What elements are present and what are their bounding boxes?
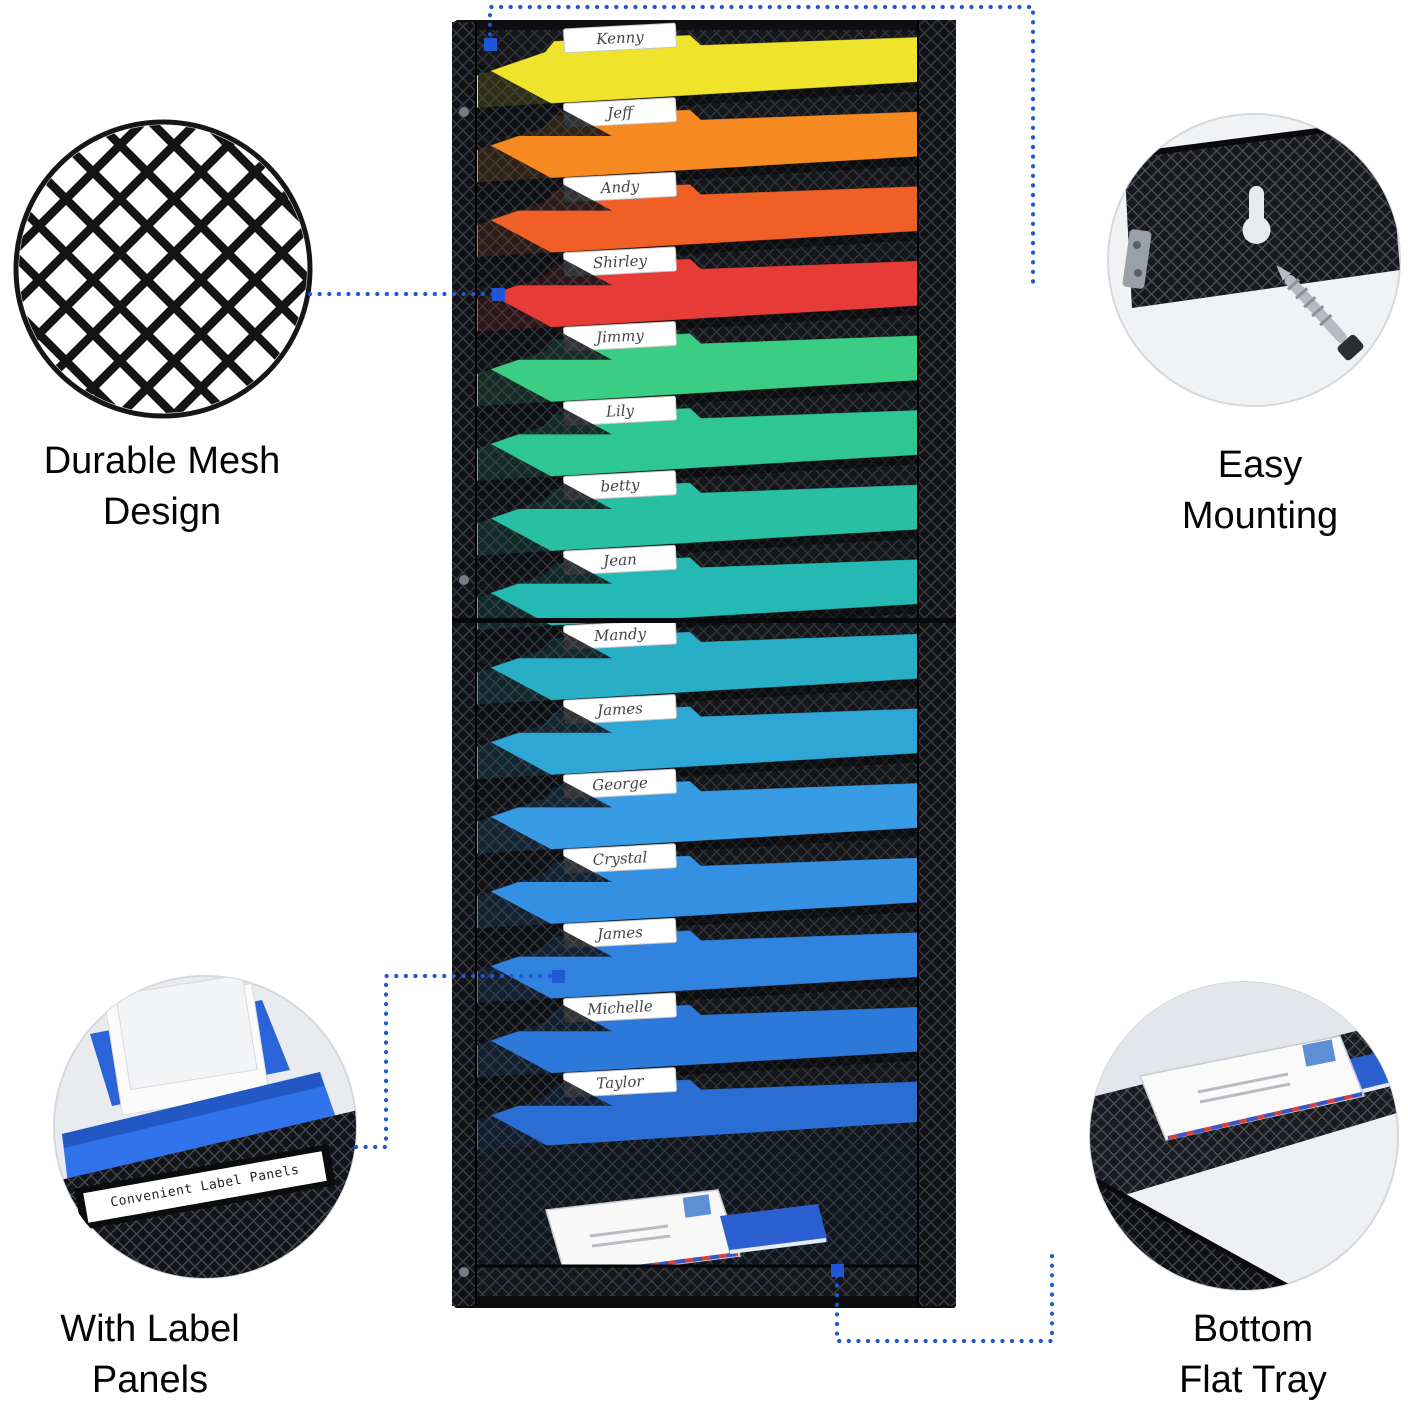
bottom-tray-callout <box>1088 980 1400 1292</box>
feature-caption-bottom-tray: Bottom Flat Tray <box>1098 1304 1408 1406</box>
hinge-bracket <box>1122 229 1152 289</box>
folder-name: Jimmy <box>593 326 645 347</box>
caption-line: Panels <box>91 1358 209 1401</box>
papers <box>104 976 270 1116</box>
folder-name: Crystal <box>592 848 648 869</box>
screw-hole <box>459 107 469 117</box>
folder-name: Mandy <box>593 624 647 645</box>
folder-name: betty <box>600 476 640 496</box>
mounting-detail-callout <box>1106 112 1402 408</box>
screw-hole <box>459 575 469 585</box>
feature-caption-easy-mounting: Easy Mounting <box>1110 440 1408 542</box>
envelope-stamp <box>682 1194 712 1218</box>
feature-caption-label-panels: With Label Panels <box>0 1304 300 1406</box>
folder-name: Jean <box>600 550 637 570</box>
label-panel-zoom <box>53 975 357 1279</box>
caption-line: Flat Tray <box>1179 1358 1327 1401</box>
caption-line: Design <box>102 490 222 533</box>
bottom-tray-zoom <box>1089 981 1399 1291</box>
folder-name: Lily <box>605 401 635 421</box>
folder-name: James <box>594 923 644 944</box>
folder-name: Andy <box>598 177 640 197</box>
unit-seam <box>452 618 956 623</box>
keyhole-slot <box>1249 186 1264 226</box>
caption-line: Bottom <box>1192 1308 1314 1350</box>
caption-line: With Label <box>60 1308 240 1350</box>
label-panel-callout: Convenient Label Panels <box>52 974 358 1280</box>
top-frame <box>454 20 956 30</box>
folder-name: Michelle <box>586 997 654 1018</box>
caption-line: Mounting <box>1181 494 1339 537</box>
folder-name: Shirley <box>593 251 648 272</box>
folder-name: Kenny <box>595 28 645 49</box>
folder-name: Taylor <box>596 1072 645 1092</box>
feature-caption-durable-mesh: Durable Mesh Design <box>4 436 320 538</box>
mesh-pattern-zoom <box>13 119 313 419</box>
folder-name: James <box>594 699 644 720</box>
folder-name: George <box>592 774 649 795</box>
keyhole-hole <box>1242 216 1271 244</box>
mounting-zoom <box>1107 113 1401 407</box>
screw-icon <box>1276 265 1364 361</box>
screw-hole <box>459 1267 469 1277</box>
envelope <box>1138 1035 1366 1141</box>
caption-line: Easy <box>1217 444 1303 486</box>
caption-line: Durable Mesh <box>43 440 281 482</box>
notebook <box>720 1204 828 1254</box>
mesh-detail-callout <box>12 118 314 420</box>
folder-name: Jeff <box>604 103 636 123</box>
bottom-frame <box>454 1296 956 1308</box>
